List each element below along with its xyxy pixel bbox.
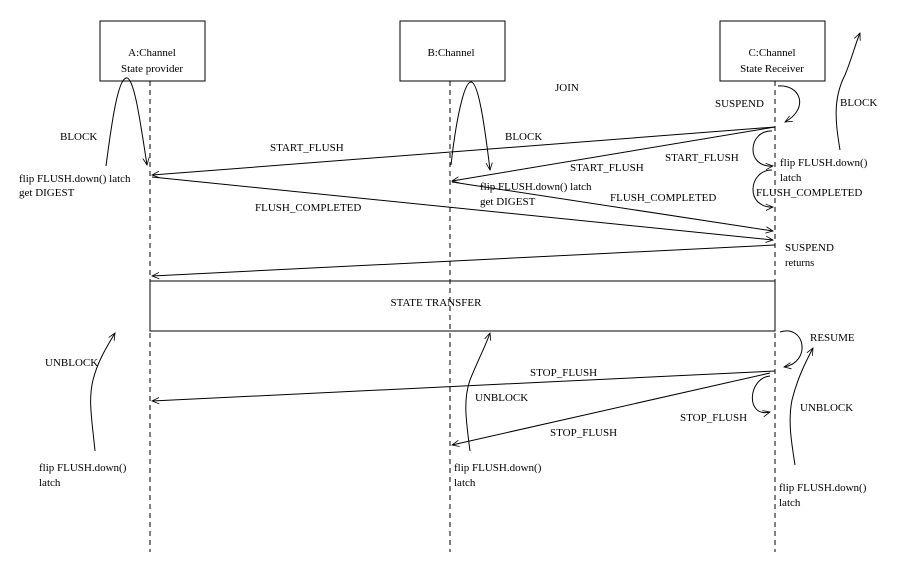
participant-c: C:Channel State Receiver — [719, 20, 826, 82]
resume-label: RESUME — [810, 332, 855, 344]
block-a-label: BLOCK — [60, 131, 97, 143]
flush-completed-from-b-arrow — [451, 181, 773, 231]
unblock-c-curve — [789, 348, 813, 466]
unblock-c-label: UNBLOCK — [800, 402, 853, 414]
start-flush-self-loop — [752, 130, 773, 166]
flush-completed-self-loop — [752, 169, 773, 207]
c-unflip-note-line1: flip FLUSH.down() — [779, 482, 867, 494]
state-transfer-label: STATE TRANSFER — [391, 297, 483, 309]
block-a-arc — [105, 77, 147, 167]
c-flip-note-line2: latch — [780, 172, 802, 184]
unblock-a-curve — [90, 333, 115, 452]
state-transfer-box — [149, 280, 776, 332]
stop-flush-self-loop — [751, 375, 770, 413]
stop-flush-to-b-arrow — [452, 372, 771, 445]
participant-b-box — [399, 20, 506, 82]
participant-c-box — [719, 20, 826, 82]
block-c-label: BLOCK — [840, 97, 877, 109]
stop-flush-to-b-label: STOP_FLUSH — [550, 427, 617, 439]
participant-a-name: A:Channel — [128, 47, 176, 59]
flush-completed-c-label: FLUSH_COMPLETED — [756, 187, 862, 199]
a-flip-note-line2: get DIGEST — [19, 187, 75, 199]
participant-a-box — [99, 20, 206, 82]
stop-flush-to-a-label: STOP_FLUSH — [530, 367, 597, 379]
resume-self-loop — [779, 330, 803, 367]
b-flip-note-line2: get DIGEST — [480, 196, 536, 208]
unblock-b-label: UNBLOCK — [475, 392, 528, 404]
participant-a: A:Channel State provider — [99, 20, 206, 82]
b-unflip-note-line1: flip FLUSH.down() — [454, 462, 542, 474]
participant-b-name: B:Channel — [427, 47, 474, 59]
a-unflip-note-line1: flip FLUSH.down() — [39, 462, 127, 474]
unblock-b-curve — [465, 333, 490, 452]
b-flip-note-line1: flip FLUSH.down() latch — [480, 181, 592, 193]
participant-c-name: C:Channel — [748, 47, 795, 59]
join-label: JOIN — [555, 82, 579, 94]
stop-flush-to-a-arrow — [152, 370, 776, 401]
unblock-a-label: UNBLOCK — [45, 357, 98, 369]
suspend-returns-line2: returns — [785, 258, 814, 269]
a-unflip-note-line2: latch — [39, 477, 61, 489]
flush-completed-from-a-arrow — [151, 176, 773, 240]
block-b-arc — [450, 81, 490, 170]
suspend-return-arrow — [152, 244, 776, 276]
start-flush-to-b-arrow — [452, 126, 776, 181]
participant-b: B:Channel — [399, 20, 506, 82]
suspend-label: SUSPEND — [715, 98, 764, 110]
c-unflip-note-line2: latch — [779, 497, 801, 509]
flush-completed-a-label: FLUSH_COMPLETED — [255, 202, 361, 214]
start-flush-self-label: START_FLUSH — [665, 152, 739, 164]
a-flip-note-line1: flip FLUSH.down() latch — [19, 173, 131, 185]
b-unflip-note-line2: latch — [454, 477, 476, 489]
suspend-self-loop — [777, 85, 801, 122]
c-flip-note-line1: flip FLUSH.down() — [780, 157, 868, 169]
start-flush-to-b-label: START_FLUSH — [570, 162, 644, 174]
participant-c-role: State Receiver — [740, 63, 804, 75]
start-flush-to-a-label: START_FLUSH — [270, 142, 344, 154]
participant-a-role: State provider — [121, 63, 183, 75]
block-c-curve — [835, 33, 860, 151]
flush-completed-b-label: FLUSH_COMPLETED — [610, 192, 716, 204]
suspend-returns-line1: SUSPEND — [785, 242, 834, 254]
block-b-label: BLOCK — [505, 131, 542, 143]
stop-flush-self-label: STOP_FLUSH — [680, 412, 747, 424]
start-flush-to-a-arrow — [152, 126, 776, 175]
